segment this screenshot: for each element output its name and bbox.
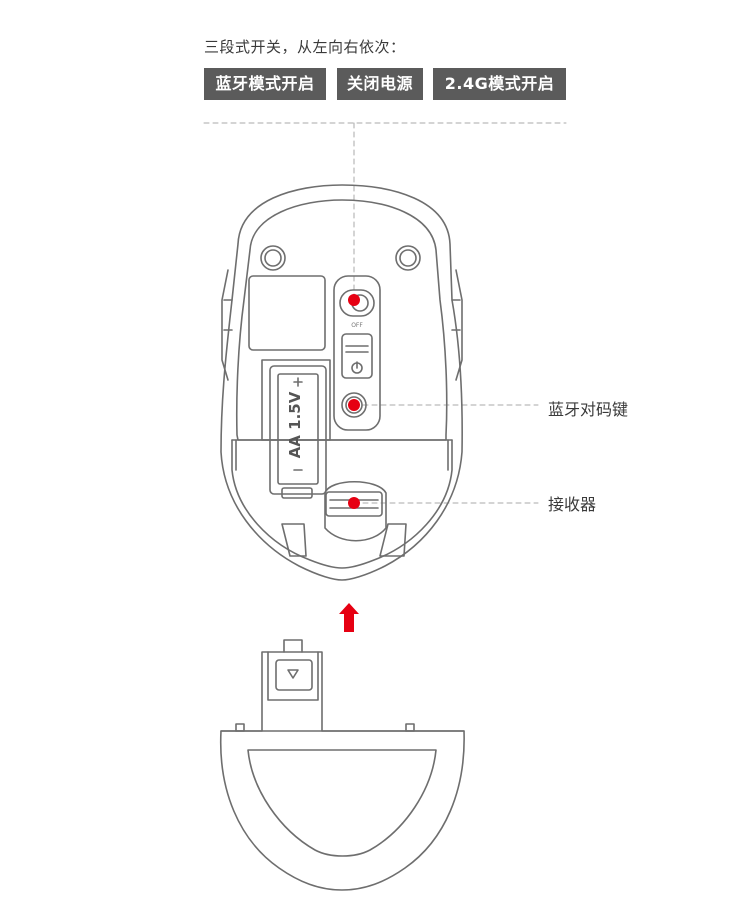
mouse-lower-rim bbox=[231, 439, 453, 569]
red-markers bbox=[348, 294, 360, 509]
pairing-button bbox=[341, 392, 367, 418]
switch-panel bbox=[333, 275, 381, 431]
cover-latches bbox=[235, 439, 449, 557]
cover-hook bbox=[283, 639, 303, 653]
guide-lines bbox=[203, 122, 567, 504]
cover-shell bbox=[219, 730, 465, 891]
callout-pairing-button: 蓝牙对码键 bbox=[548, 400, 629, 419]
mouse-body bbox=[220, 184, 463, 581]
mouse-inner-rim bbox=[235, 199, 448, 441]
mode-badge-2-4g: 2.4G模式开启 bbox=[433, 68, 566, 100]
power-switch-slot bbox=[341, 333, 373, 379]
mode-switch bbox=[339, 289, 375, 317]
switch-off-label: OFF bbox=[351, 322, 363, 329]
screw-hole-right bbox=[395, 245, 421, 271]
switch-intro-text: 三段式开关，从左向右依次： bbox=[204, 38, 406, 56]
callout-receiver: 接收器 bbox=[548, 495, 597, 514]
aa-battery bbox=[269, 365, 327, 495]
sensor-pad bbox=[248, 275, 326, 351]
arrow-up-icon bbox=[339, 603, 359, 632]
cover-peg-left bbox=[235, 723, 245, 732]
cover-latch-button bbox=[275, 659, 313, 691]
marker-receiver bbox=[348, 497, 360, 509]
mode-badge-bluetooth: 蓝牙模式开启 bbox=[204, 68, 326, 100]
marker-pairing-button bbox=[348, 399, 360, 411]
bottom-cover bbox=[219, 639, 465, 891]
eject-triangle-icon bbox=[287, 669, 299, 679]
screw-hole-left bbox=[260, 245, 286, 271]
cover-top-edge bbox=[220, 651, 465, 732]
usb-receiver bbox=[325, 491, 383, 517]
battery-compartment bbox=[261, 359, 331, 499]
mouse-outer-shell bbox=[220, 184, 463, 581]
cover-inner-curve bbox=[247, 749, 437, 857]
mode-badge-power-off: 关闭电源 bbox=[337, 68, 423, 100]
battery-label: AA 1.5V bbox=[286, 391, 304, 458]
cover-tab bbox=[267, 651, 319, 701]
marker-mode-switch bbox=[348, 294, 360, 306]
receiver-slot bbox=[324, 481, 387, 542]
cover-peg-right bbox=[405, 723, 415, 732]
right-grip bbox=[455, 269, 463, 381]
left-grip bbox=[221, 269, 229, 381]
